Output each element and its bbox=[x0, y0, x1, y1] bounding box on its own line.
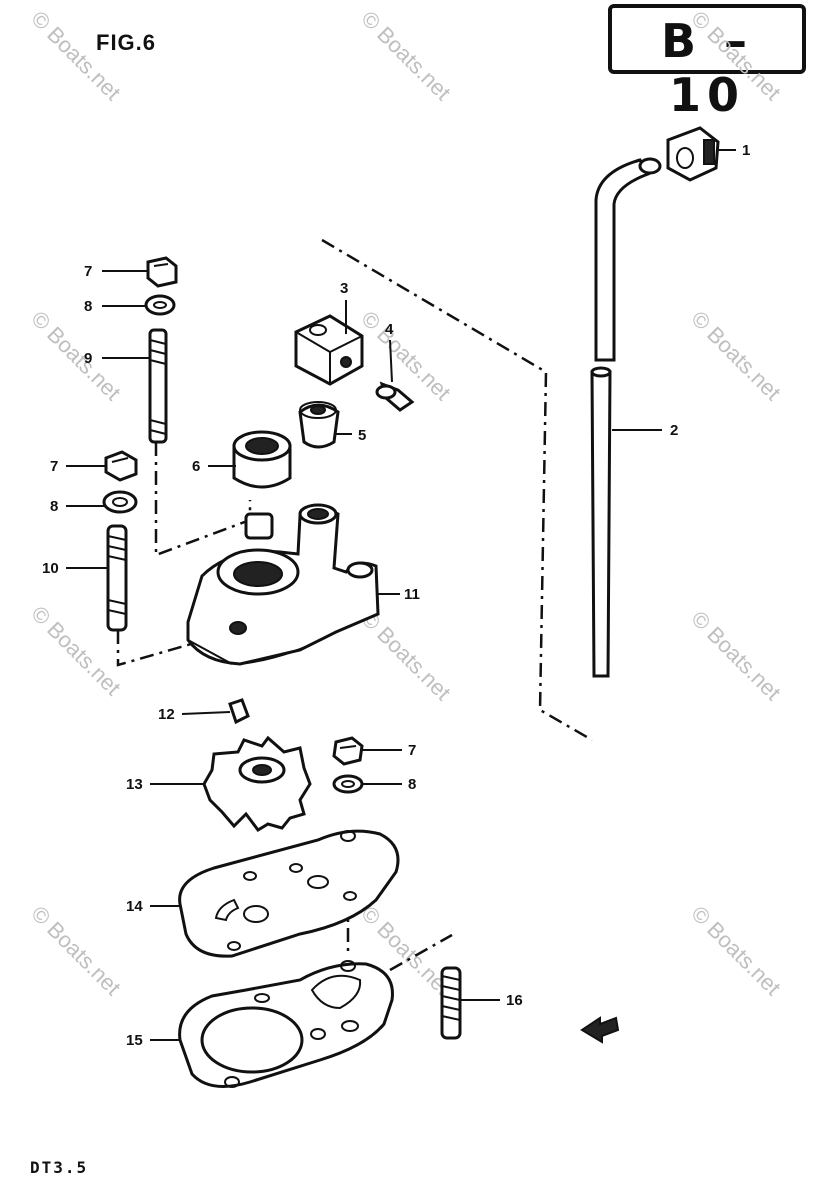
part-7b-nut[interactable] bbox=[104, 450, 138, 482]
part-11-pump-housing[interactable] bbox=[186, 503, 380, 666]
figure-label: FIG.6 bbox=[96, 30, 157, 55]
watermark-2: © Boats.net bbox=[356, 6, 455, 105]
part-5-collar[interactable] bbox=[298, 401, 340, 449]
callout-7a[interactable]: 7 bbox=[84, 263, 92, 280]
callout-14[interactable]: 14 bbox=[126, 898, 143, 915]
callout-4[interactable]: 4 bbox=[385, 321, 394, 338]
part-10-stud[interactable] bbox=[106, 524, 128, 632]
callout-8c[interactable]: 8 bbox=[408, 776, 416, 793]
part-3-adaptor[interactable] bbox=[294, 314, 364, 386]
callout-10[interactable]: 10 bbox=[42, 560, 59, 577]
watermark-10: © Boats.net bbox=[26, 901, 125, 1000]
callout-5[interactable]: 5 bbox=[358, 427, 366, 444]
part-1-grommet[interactable] bbox=[666, 126, 720, 182]
part-2-water-tube[interactable] bbox=[590, 157, 662, 678]
leader-lines bbox=[66, 149, 736, 1041]
callout-13[interactable]: 13 bbox=[126, 776, 143, 793]
dash-line-stud-16 bbox=[389, 933, 453, 972]
callout-7c[interactable]: 7 bbox=[408, 742, 416, 759]
part-4-screw[interactable] bbox=[375, 381, 415, 412]
callout-7b[interactable]: 7 bbox=[50, 458, 58, 475]
callout-15[interactable]: 15 bbox=[126, 1032, 143, 1049]
part-13-impeller[interactable] bbox=[202, 735, 312, 832]
part-14-plate[interactable] bbox=[178, 829, 400, 958]
page-code-box: B – 10 bbox=[608, 4, 806, 122]
callout-16[interactable]: 16 bbox=[506, 992, 523, 1009]
part-15-gasket[interactable] bbox=[178, 960, 394, 1088]
callout-1[interactable]: 1 bbox=[742, 142, 750, 159]
watermark-9: © Boats.net bbox=[686, 606, 785, 705]
callout-12[interactable]: 12 bbox=[158, 706, 175, 723]
callout-labels: 1 2 3 4 5 6 7 8 9 7 8 10 11 12 13 7 8 14… bbox=[42, 142, 750, 1049]
watermark-6: © Boats.net bbox=[686, 306, 785, 405]
part-8b-washer[interactable] bbox=[102, 490, 138, 514]
part-7c-nut[interactable] bbox=[332, 736, 364, 766]
watermark-1: © Boats.net bbox=[26, 6, 125, 105]
part-12-key[interactable] bbox=[228, 698, 250, 725]
part-9-stud[interactable] bbox=[148, 328, 168, 444]
callout-8b[interactable]: 8 bbox=[50, 498, 58, 515]
watermark-5: © Boats.net bbox=[356, 306, 455, 405]
callout-3[interactable]: 3 bbox=[340, 280, 348, 297]
part-6-seal[interactable] bbox=[232, 430, 292, 489]
dash-line-tube-to-housing bbox=[321, 238, 593, 742]
callout-11[interactable]: 11 bbox=[404, 586, 420, 603]
model-code: DT3.5 bbox=[30, 1158, 89, 1177]
dash-line-stud-9 bbox=[154, 442, 252, 557]
part-16-stud[interactable] bbox=[440, 966, 462, 1040]
page-code: B – 10 bbox=[660, 14, 754, 122]
watermark-3: © Boats.net bbox=[686, 6, 785, 105]
watermark-8: © Boats.net bbox=[356, 606, 455, 705]
part-7a-nut[interactable] bbox=[146, 256, 178, 288]
callout-8a[interactable]: 8 bbox=[84, 298, 92, 315]
callout-2[interactable]: 2 bbox=[670, 422, 678, 439]
watermark-4: © Boats.net bbox=[26, 306, 125, 405]
callout-6[interactable]: 6 bbox=[192, 458, 200, 475]
forward-arrow-icon bbox=[580, 1016, 620, 1044]
part-8a-washer[interactable] bbox=[144, 294, 176, 316]
watermark-12: © Boats.net bbox=[686, 901, 785, 1000]
part-8c-washer[interactable] bbox=[332, 774, 364, 794]
callout-9[interactable]: 9 bbox=[84, 350, 92, 367]
